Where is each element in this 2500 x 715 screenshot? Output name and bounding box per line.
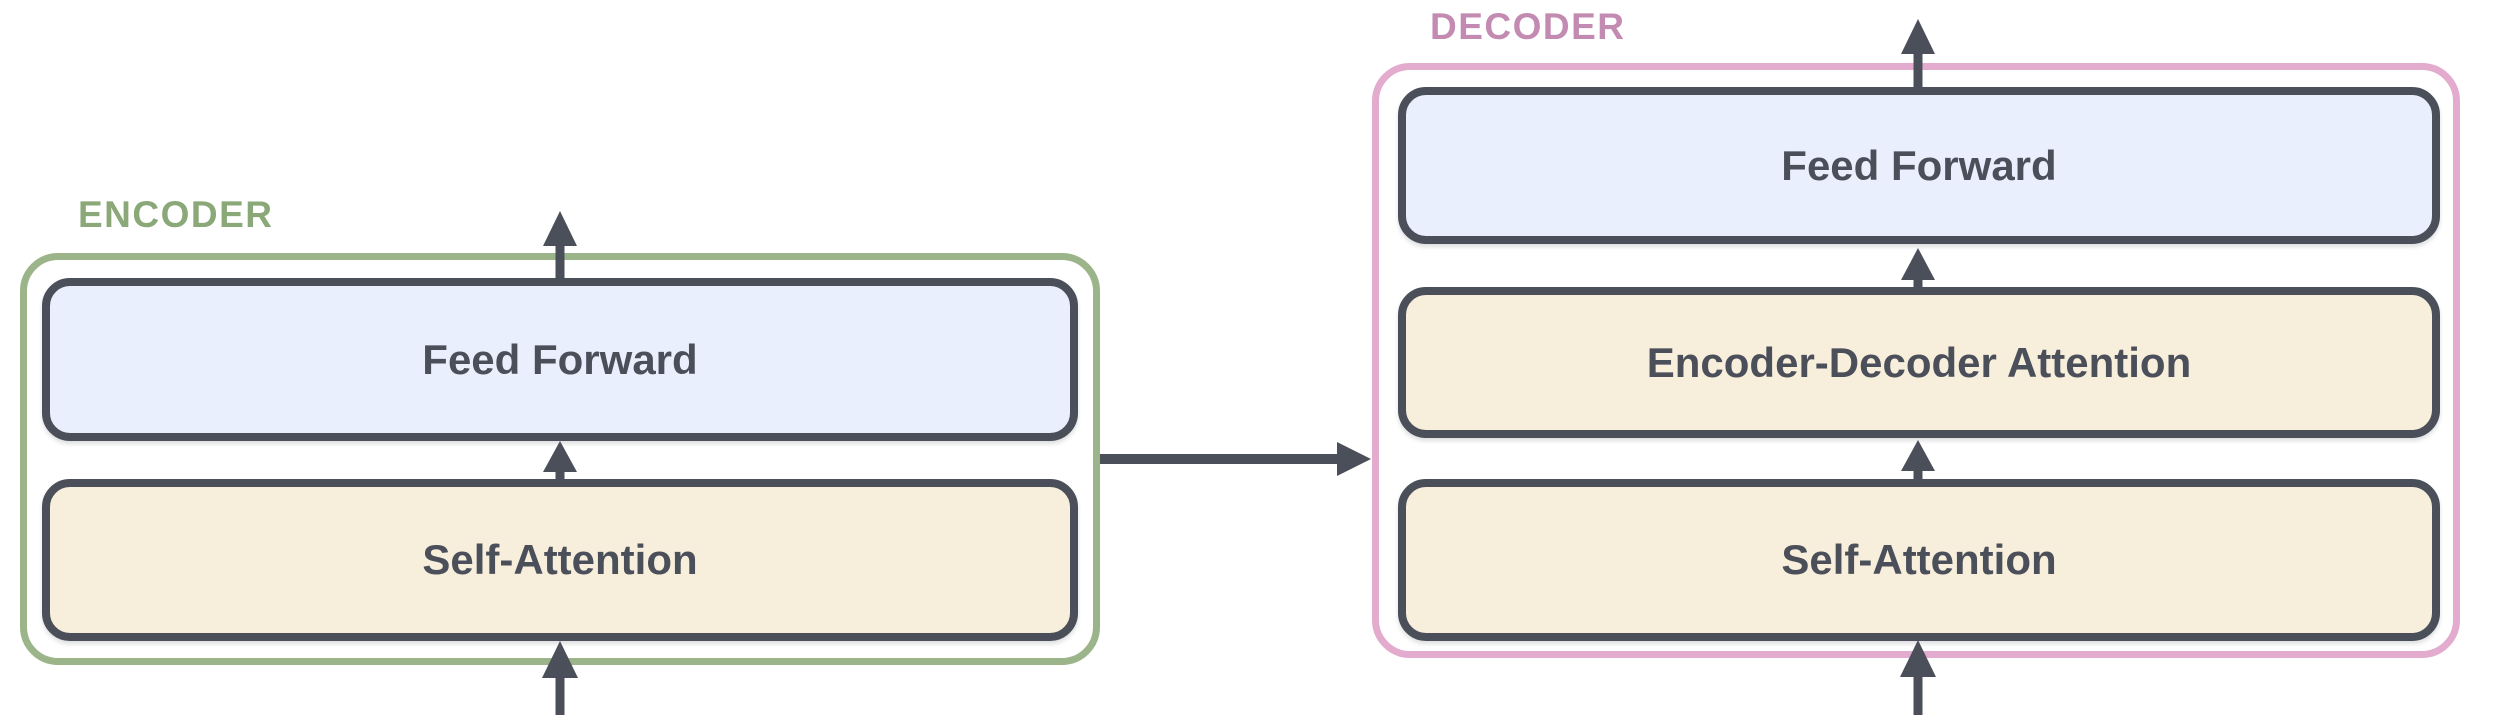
decoder-encoder-decoder-attention-label: Encoder-Decoder Attention xyxy=(1646,338,2192,386)
decoder-self-attention-box: Self-Attention xyxy=(1398,479,2440,641)
encoder-self-attention-box: Self-Attention xyxy=(42,479,1078,641)
decoder-encoder-decoder-attention-box: Encoder-Decoder Attention xyxy=(1398,287,2440,438)
encoder-feed-forward-box: Feed Forward xyxy=(42,278,1078,441)
encoder-self-attention-label: Self-Attention xyxy=(422,536,698,583)
decoder-feed-forward-label: Feed Forward xyxy=(1781,141,2057,189)
encoder-group-label: ENCODER xyxy=(78,194,274,235)
decoder-feed-forward-box: Feed Forward xyxy=(1398,87,2440,244)
decoder-self-attention-label: Self-Attention xyxy=(1781,536,2057,583)
decoder-group-label: DECODER xyxy=(1430,6,1626,47)
encoder-to-decoder-arrow-icon xyxy=(1100,442,1371,476)
encoder-feed-forward-label: Feed Forward xyxy=(422,335,698,383)
